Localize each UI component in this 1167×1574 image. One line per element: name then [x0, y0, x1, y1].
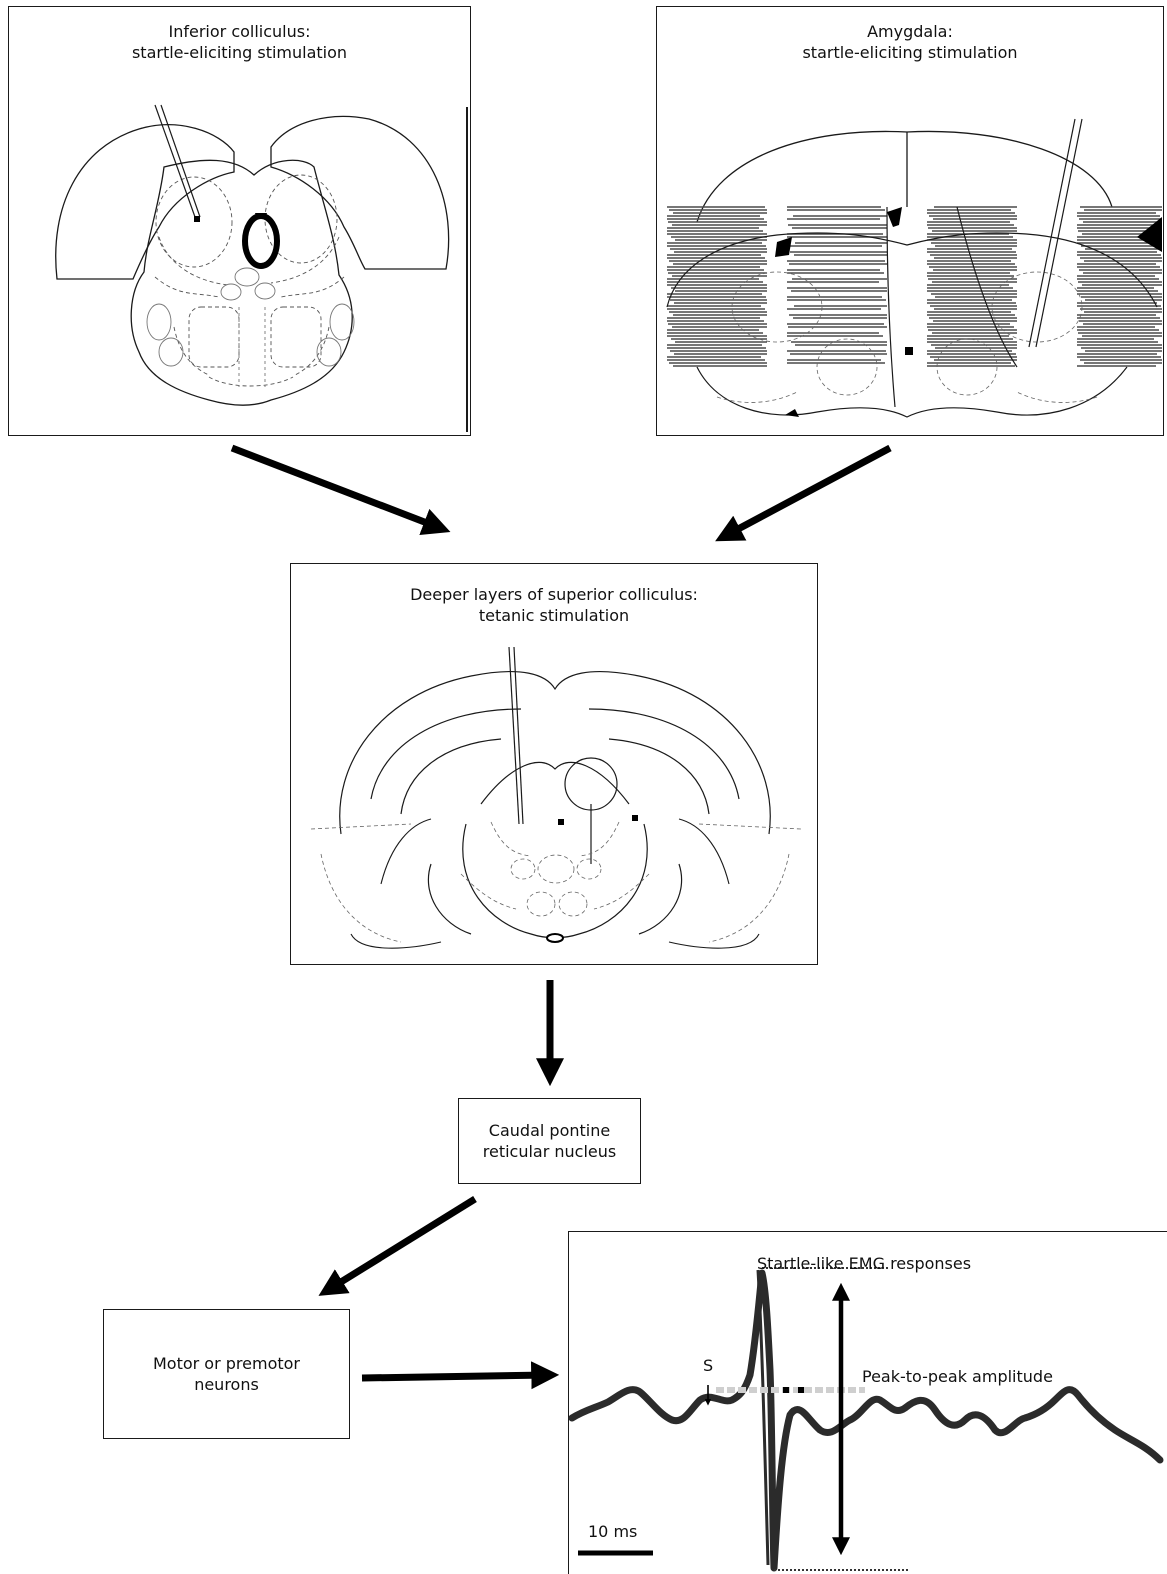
stimulus-label: S: [703, 1356, 714, 1375]
amygdala-hatched-band: [667, 206, 1162, 367]
motor-neurons-line1: Motor or premotor: [152, 1354, 300, 1373]
superior-colliculus-title: Deeper layers of superior colliculus: te…: [291, 584, 817, 626]
amygdala-title-line1: Amygdala:: [867, 22, 953, 41]
caudal-pontine-line1: Caudal pontine: [488, 1121, 611, 1140]
superior-colliculus-brain-section: [310, 646, 802, 949]
superior-colliculus-title-line1: Deeper layers of superior colliculus:: [410, 585, 698, 604]
emg-trace: [568, 1269, 1164, 1572]
emg-title: Startle-like EMG responses: [757, 1254, 972, 1273]
inferior-colliculus-title: Inferior colliculus: startle-eliciting s…: [9, 21, 470, 63]
inferior-colliculus-title-line2: startle-eliciting stimulation: [131, 43, 348, 62]
arrow-caudal-to-motor: [318, 1196, 477, 1296]
motor-neurons-box: Motor or premotor neurons: [103, 1309, 350, 1439]
inferior-colliculus-panel: Inferior colliculus: startle-eliciting s…: [8, 6, 471, 436]
arrow-motor-to-emg: [361, 1361, 560, 1390]
amygdala-panel: Amygdala: startle-eliciting stimulation: [656, 6, 1164, 436]
amplitude-label: Peak-to-peak amplitude: [862, 1367, 1053, 1386]
superior-colliculus-title-line2: tetanic stimulation: [478, 606, 630, 625]
arrow-amyg-to-sc: [715, 444, 892, 542]
amygdala-brain-section: [666, 118, 1162, 418]
arrow-ic-to-sc: [230, 444, 451, 536]
superior-colliculus-panel: Deeper layers of superior colliculus: te…: [290, 563, 818, 965]
amygdala-title: Amygdala: startle-eliciting stimulation: [657, 21, 1163, 63]
caudal-pontine-line2: reticular nucleus: [482, 1142, 617, 1161]
amygdala-title-line2: startle-eliciting stimulation: [802, 43, 1018, 62]
inferior-colliculus-title-line1: Inferior colliculus:: [168, 22, 311, 41]
scale-label: 10 ms: [588, 1522, 638, 1541]
motor-neurons-line2: neurons: [194, 1375, 259, 1394]
inferior-colliculus-brain-section: [55, 104, 468, 432]
caudal-pontine-box: Caudal pontine reticular nucleus: [458, 1098, 641, 1184]
